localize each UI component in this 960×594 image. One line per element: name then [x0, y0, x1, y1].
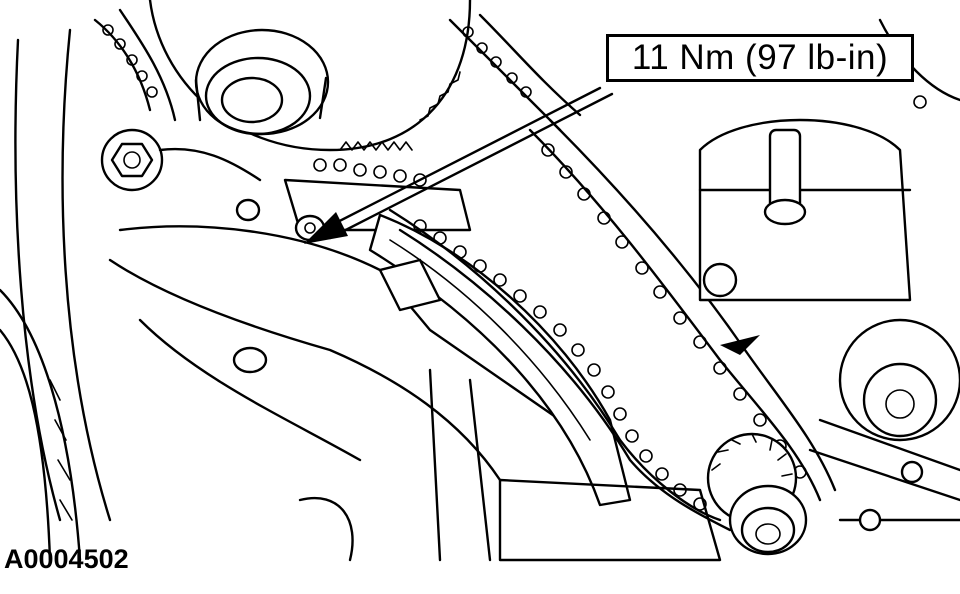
- upper-chain: [93, 8, 582, 132]
- tensioner-arm: [368, 213, 632, 507]
- left-bolt-assembly: [100, 128, 262, 192]
- right-components: [698, 18, 960, 532]
- leader-arrow: [304, 86, 614, 244]
- crank-sprocket: [706, 432, 808, 556]
- lower-housing: [232, 258, 760, 562]
- timing-chain: [388, 118, 837, 532]
- cam-pulley: [194, 28, 330, 136]
- torque-callout: 11 Nm (97 lb-in): [606, 34, 914, 82]
- torque-spec-text: 11 Nm (97 lb-in): [631, 38, 889, 77]
- figure-id: A0004502: [4, 544, 129, 574]
